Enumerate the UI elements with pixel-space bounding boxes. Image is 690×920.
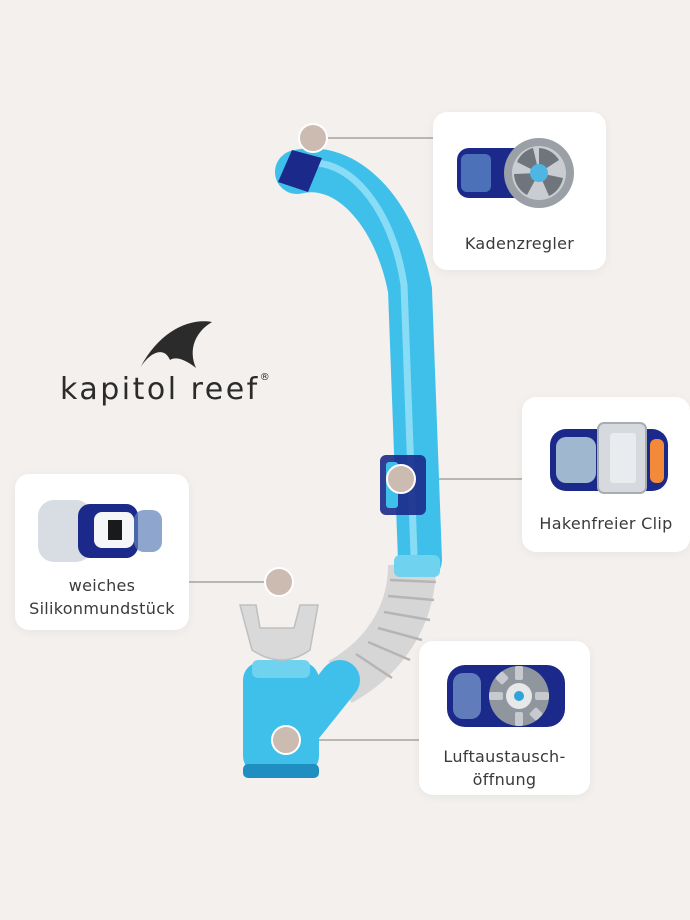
brand-name: kapitol reef bbox=[60, 372, 260, 407]
label-mundstueck-line1: weiches bbox=[68, 576, 136, 595]
marker-top bbox=[298, 123, 328, 153]
marker-valve bbox=[271, 725, 301, 755]
valve-housing bbox=[243, 662, 319, 774]
brand-wordmark: kapitol reef® bbox=[60, 372, 270, 407]
callout-card-kadenzregler: Kadenzregler bbox=[433, 112, 606, 270]
label-kadenzregler: Kadenzregler bbox=[464, 234, 575, 253]
label-luftaustausch: Luftaustausch- öffnung bbox=[419, 745, 590, 791]
callout-card-mundstueck: weiches Silikonmundstück bbox=[15, 474, 189, 630]
top-cap bbox=[278, 150, 322, 192]
callout-card-luftaustausch: Luftaustausch- öffnung bbox=[419, 641, 590, 795]
hook-free-clip-icon bbox=[550, 422, 668, 494]
label-luftaustausch-line2: öffnung bbox=[472, 770, 537, 789]
silicone-mouthpiece-icon bbox=[38, 500, 162, 562]
brand-registered-mark: ® bbox=[259, 372, 270, 383]
label-mundstueck: weiches Silikonmundstück bbox=[15, 574, 189, 620]
label-mundstueck-line2: Silikonmundstück bbox=[29, 599, 175, 618]
mouthpiece bbox=[239, 604, 319, 661]
label-clip: Hakenfreier Clip bbox=[539, 514, 673, 533]
fin-logo-icon bbox=[140, 321, 212, 368]
cadence-valve-icon bbox=[457, 138, 574, 208]
marker-mouthpiece bbox=[264, 567, 294, 597]
air-exchange-valve-icon bbox=[447, 665, 565, 727]
marker-clip bbox=[386, 464, 416, 494]
callout-card-clip: Hakenfreier Clip bbox=[522, 397, 690, 552]
label-luftaustausch-line1: Luftaustausch- bbox=[443, 747, 566, 766]
